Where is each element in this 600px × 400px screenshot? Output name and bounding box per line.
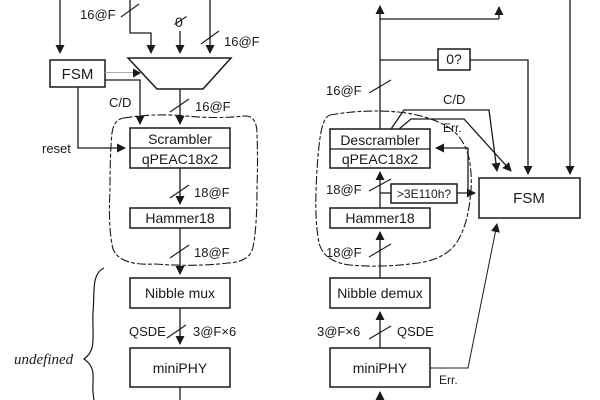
wire-feedback-to-descrambler <box>435 143 469 193</box>
bus-width-label: 18@F <box>194 185 230 200</box>
hammer18-right-label: Hammer18 <box>345 210 414 226</box>
nibble-mux-box <box>129 277 231 309</box>
bus-width-label: 18@F <box>326 182 362 197</box>
scrambler-region-blob <box>108 114 259 266</box>
bus-tick <box>169 244 190 259</box>
qsde-label: QSDE <box>129 324 166 339</box>
bus-tick <box>166 324 187 339</box>
nibble-mux-label: Nibble mux <box>145 285 215 301</box>
wire-cd-to-fsm <box>390 109 501 172</box>
fsm-right-label: FSM <box>513 190 545 207</box>
cd-label: C/D <box>109 95 131 110</box>
bus-tick <box>169 184 190 199</box>
fsm-left-label: FSM <box>62 66 94 83</box>
zero-check-label: 0? <box>446 51 462 67</box>
hammer18-left-label: Hammer18 <box>145 210 214 226</box>
fsm-to-mux-arrowhead <box>133 68 141 78</box>
bus-width-label: 3@F×6 <box>317 324 360 339</box>
descrambler-subtitle: qPEAC18x2 <box>342 151 418 167</box>
wire-err-to-fsm <box>398 118 512 172</box>
undefined-brace <box>82 267 105 400</box>
nibble-demux-label: Nibble demux <box>337 285 423 301</box>
bus-tick <box>200 30 220 45</box>
miniphy-left-label: miniPHY <box>153 360 208 376</box>
bus-width-label: 16@F <box>80 7 116 22</box>
fsm-right-box <box>478 177 581 219</box>
wire-miniphy-err-to-fsm <box>430 223 500 369</box>
scrambler-title: Scrambler <box>148 131 212 147</box>
bus-width-label: 18@F <box>194 245 230 260</box>
bus-tick <box>368 178 392 192</box>
descrambler-title: Descrambler <box>340 132 420 148</box>
bus-width-label: 16@F <box>224 34 260 49</box>
wire-reset <box>77 87 126 153</box>
bus-width-label: 18@F <box>326 245 362 260</box>
miniphy-right-label: miniPHY <box>353 360 408 376</box>
fsm-left-box <box>49 59 106 88</box>
qsde-label: QSDE <box>397 324 434 339</box>
miniphy-right-box <box>329 347 431 388</box>
bus-tick <box>368 243 392 258</box>
bus-width-label: 3@F×6 <box>193 324 236 339</box>
bus-tick <box>169 98 190 113</box>
err-label: Err. <box>443 121 462 135</box>
wire-mux-input-left <box>129 0 156 54</box>
miniphy-left-box <box>129 347 231 388</box>
bus-tick <box>368 325 392 340</box>
wire-cd-control <box>105 79 145 125</box>
cd-label: C/D <box>443 92 465 107</box>
reset-label: reset <box>42 141 71 156</box>
threshold-check-label: >3E110h? <box>397 187 451 201</box>
mux-trapezoid <box>126 57 233 90</box>
bus-tick <box>368 79 392 94</box>
hammer18-right-box <box>329 207 431 229</box>
zero-slash-decoration <box>174 16 187 25</box>
err-label: Err. <box>439 373 458 387</box>
nibble-demux-box <box>329 277 431 309</box>
undefined-label: undefined <box>14 352 74 368</box>
bus-tick <box>120 3 140 18</box>
bus-width-label: 16@F <box>195 99 231 114</box>
scrambler-subtitle: qPEAC18x2 <box>142 151 218 167</box>
wire-zero-check-to-fsm <box>470 59 533 175</box>
bus-width-label: 16@F <box>326 83 362 98</box>
descrambler-region-blob <box>315 110 472 267</box>
